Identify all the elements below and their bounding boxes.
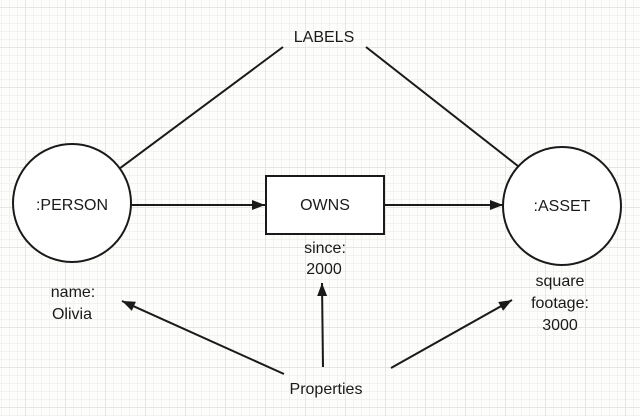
asset-property-line1: square bbox=[536, 273, 585, 290]
asset-node[interactable] bbox=[502, 146, 622, 266]
arrow-properties-to-since bbox=[317, 282, 328, 368]
owns-relationship-box[interactable] bbox=[265, 175, 385, 235]
arrow-properties-to-name bbox=[121, 300, 285, 375]
arrow-labels-to-asset bbox=[365, 46, 547, 189]
person-property-line2: Olivia bbox=[52, 306, 92, 323]
person-node-label: :PERSON bbox=[36, 197, 108, 214]
person-property-line1: name: bbox=[51, 284, 95, 301]
arrow-labels-to-person bbox=[91, 46, 284, 190]
asset-property-line3: 3000 bbox=[542, 317, 578, 334]
asset-node-label: :ASSET bbox=[534, 198, 591, 215]
labels-annotation-text: LABELS bbox=[294, 29, 354, 46]
person-node[interactable] bbox=[12, 143, 132, 263]
owns-property-line1: since: bbox=[304, 240, 346, 257]
asset-property-line2: footage: bbox=[531, 295, 589, 312]
owns-relationship-label: OWNS bbox=[300, 197, 350, 214]
arrow-properties-to-footage bbox=[390, 299, 513, 369]
properties-annotation-text: Properties bbox=[290, 381, 363, 398]
owns-property-line2: 2000 bbox=[306, 261, 342, 278]
